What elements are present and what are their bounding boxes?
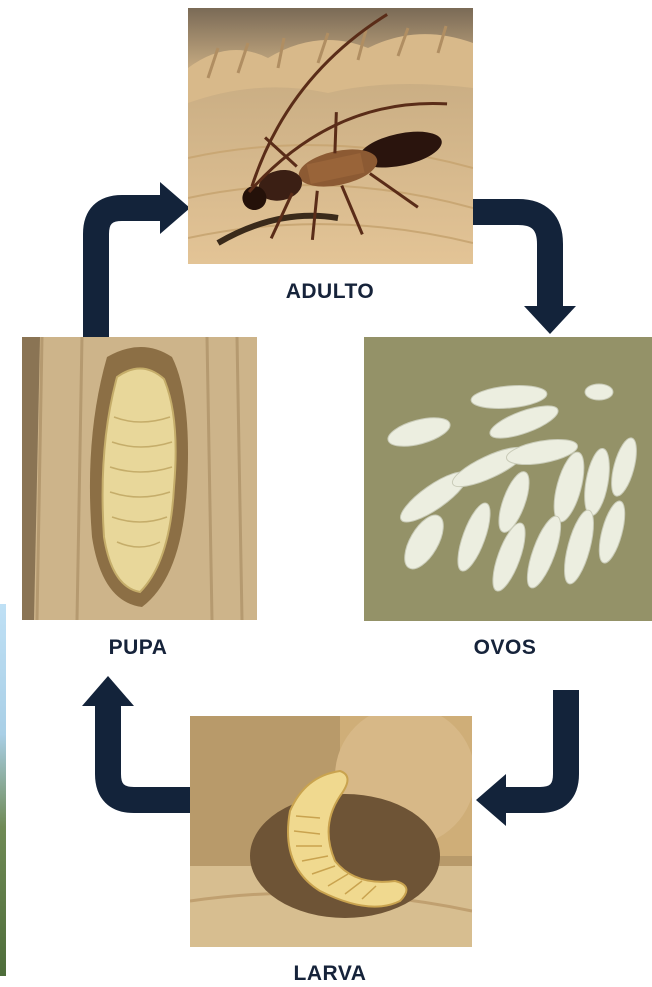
label-adult: ADULTO (270, 280, 390, 304)
arrow-eggs-to-larva (476, 690, 566, 826)
arrow-adult-to-eggs (472, 212, 576, 334)
label-larva: LARVA (270, 962, 390, 986)
arrow-pupa-to-adult (96, 182, 190, 338)
adult-beetle-photo (188, 8, 473, 264)
label-eggs: OVOS (450, 636, 560, 660)
egg-cluster-icon (364, 337, 652, 621)
label-pupa: PUPA (88, 636, 188, 660)
pupa-photo (22, 337, 257, 620)
larva-in-wood-icon (190, 716, 472, 947)
arrow-larva-to-pupa (82, 676, 190, 800)
eggs-photo (364, 337, 652, 621)
longhorn-beetle-icon (188, 8, 473, 264)
larva-photo (190, 716, 472, 947)
pupa-in-wood-icon (22, 337, 257, 620)
